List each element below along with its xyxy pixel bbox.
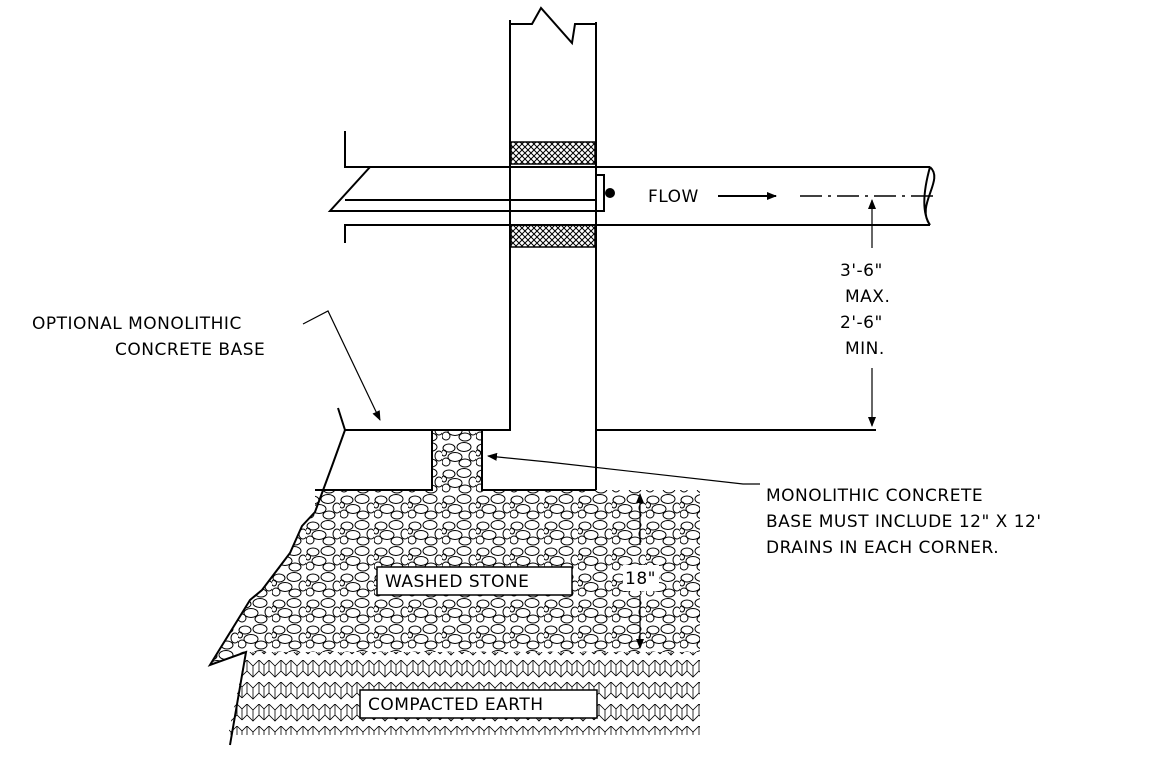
pipe-end-break: [923, 166, 936, 226]
dim-max-value: 3'-6": [840, 261, 883, 281]
optional-base-line2: CONCRETE BASE: [115, 340, 265, 360]
washed-stone-label: WASHED STONE: [385, 572, 529, 592]
dim-max-word: MAX.: [845, 287, 890, 307]
washed-stone-label-box: [376, 566, 573, 596]
monolithic-line3: DRAINS IN EACH CORNER.: [766, 538, 999, 558]
washed-stone-fill: [210, 430, 700, 665]
dim-min-word: MIN.: [845, 339, 885, 359]
footing-outline: [315, 429, 876, 491]
monolithic-line2: BASE MUST INCLUDE 12" X 12': [766, 512, 1042, 532]
pipe-bolt: [605, 188, 615, 198]
flow-label: FLOW: [648, 187, 699, 207]
pipe-outline: [344, 131, 930, 243]
monolithic-leader: [487, 452, 760, 485]
compacted-earth-label: COMPACTED EARTH: [368, 695, 544, 715]
monolithic-line1: MONOLITHIC CONCRETE: [766, 486, 983, 506]
wall-seal-bottom: [510, 224, 596, 248]
stone-depth-label: 18": [625, 569, 656, 589]
stone-depth-label-bg: [623, 565, 659, 591]
wall-break-line: [510, 6, 596, 46]
optional-base-line1: OPTIONAL MONOLITHIC: [32, 314, 242, 334]
pipe-break-left: [327, 166, 596, 212]
pipe-flange: [595, 174, 605, 212]
dim-min-value: 2'-6": [840, 313, 883, 333]
optional-base-leader: [302, 310, 381, 421]
wall-seal-top: [510, 141, 596, 165]
compacted-earth-label-box: [359, 689, 598, 719]
